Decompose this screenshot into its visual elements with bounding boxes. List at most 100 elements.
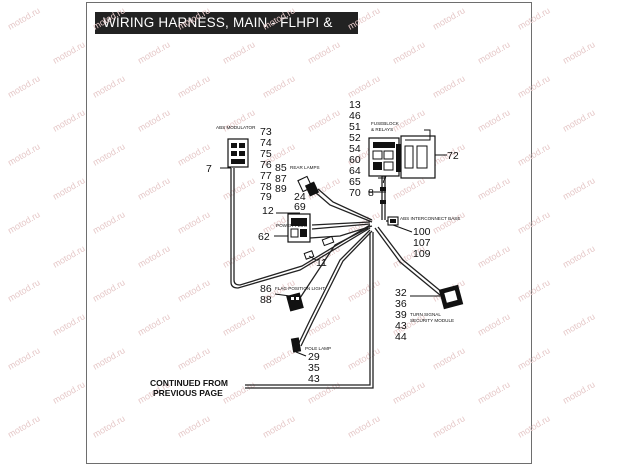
turn-callout: 39 bbox=[395, 309, 407, 321]
watermark-text: motod.ru bbox=[136, 311, 172, 337]
watermark-text: motod.ru bbox=[91, 5, 127, 31]
power-11-callout: 11 bbox=[316, 257, 327, 269]
abs-modulator-label: ABS MODULATOR bbox=[216, 125, 256, 130]
watermark-text: motod.ru bbox=[6, 345, 42, 371]
watermark-text: motod.ru bbox=[561, 39, 597, 65]
interconnect-callout: 100 bbox=[413, 226, 431, 238]
watermark-text: motod.ru bbox=[431, 73, 467, 99]
watermark-text: motod.ru bbox=[51, 311, 87, 337]
watermark-text: motod.ru bbox=[516, 73, 552, 99]
watermark-text: motod.ru bbox=[431, 413, 467, 439]
watermark-text: motod.ru bbox=[476, 311, 512, 337]
watermark-text: motod.ru bbox=[346, 277, 382, 303]
watermark-text: motod.ru bbox=[391, 175, 427, 201]
abs-modulator-connector bbox=[220, 138, 249, 169]
fuse-right-callout: 72 bbox=[447, 150, 459, 162]
fuse-callout: 54 bbox=[349, 143, 361, 155]
abs-interconnect-connector bbox=[387, 216, 413, 233]
watermark-text: motod.ru bbox=[476, 175, 512, 201]
rear-lamps-connector bbox=[297, 175, 320, 197]
watermark-text: motod.ru bbox=[476, 243, 512, 269]
fuseblock-label-1: FUSEBLOCK bbox=[371, 121, 400, 126]
fuse-callout: 51 bbox=[349, 121, 361, 133]
interconnect-callout: 109 bbox=[413, 248, 431, 260]
watermark-text: motod.ru bbox=[221, 243, 257, 269]
turn-callout: 36 bbox=[395, 298, 407, 310]
watermark-text: motod.ru bbox=[516, 141, 552, 167]
rear-callout: 87 bbox=[275, 173, 287, 185]
pole-callout: 29 bbox=[308, 351, 320, 363]
watermark-text: motod.ru bbox=[176, 413, 212, 439]
watermark-text: motod.ru bbox=[6, 209, 42, 235]
interconnect-callout: 107 bbox=[413, 237, 431, 249]
turn-signal-label-1: TURN SIGNAL bbox=[410, 312, 441, 317]
watermark-text: motod.ru bbox=[221, 175, 257, 201]
flag-callout: 86 bbox=[260, 283, 272, 295]
power-left-callout: 62 bbox=[258, 231, 270, 243]
power-plug-label: POWER PLUG bbox=[276, 223, 308, 228]
watermark-text: motod.ru bbox=[306, 107, 342, 133]
watermark-text: motod.ru bbox=[306, 39, 342, 65]
watermark-text: motod.ru bbox=[476, 107, 512, 133]
rear-lamps-label: REAR LAMPS bbox=[290, 165, 320, 170]
fuse-callout: 64 bbox=[349, 165, 361, 177]
watermark-text: motod.ru bbox=[261, 413, 297, 439]
watermark-text: motod.ru bbox=[561, 107, 597, 133]
watermark-text: motod.ru bbox=[176, 209, 212, 235]
flag-callout: 88 bbox=[260, 294, 272, 306]
watermark-text: motod.ru bbox=[91, 209, 127, 235]
watermark-text: motod.ru bbox=[6, 5, 42, 31]
rear-callout: 89 bbox=[275, 183, 287, 195]
watermark-text: motod.ru bbox=[136, 175, 172, 201]
watermark-text: motod.ru bbox=[261, 5, 297, 31]
watermark-text: motod.ru bbox=[516, 345, 552, 371]
abs-callout: 74 bbox=[260, 137, 272, 149]
watermark-text: motod.ru bbox=[561, 243, 597, 269]
watermark-text: motod.ru bbox=[136, 243, 172, 269]
abs-left-callout: 7 bbox=[206, 163, 212, 175]
abs-callout: 73 bbox=[260, 126, 272, 138]
power-plug-connector bbox=[274, 212, 335, 261]
diagram-title: WIRING HARNESS, MAIN - FLHPI & FLHPEI bbox=[95, 12, 358, 52]
fuse-callout: 13 bbox=[349, 99, 361, 111]
watermark-text: motod.ru bbox=[51, 379, 87, 405]
turn-callout: 32 bbox=[395, 287, 407, 299]
watermark-text: motod.ru bbox=[51, 175, 87, 201]
watermark-text: motod.ru bbox=[91, 277, 127, 303]
fuse-callout: 52 bbox=[349, 132, 361, 144]
watermark-text: motod.ru bbox=[136, 39, 172, 65]
turn-signal-label-2: SECURITY MODULE bbox=[410, 318, 454, 323]
rear-below-callout: 69 bbox=[294, 201, 306, 213]
fuse-callout: 65 bbox=[349, 176, 361, 188]
watermark-text: motod.ru bbox=[136, 107, 172, 133]
watermark-text: motod.ru bbox=[221, 311, 257, 337]
watermark-text: motod.ru bbox=[431, 345, 467, 371]
watermark-text: motod.ru bbox=[91, 141, 127, 167]
watermark-text: motod.ru bbox=[176, 5, 212, 31]
watermark-text: motod.ru bbox=[561, 379, 597, 405]
turn-callout: 44 bbox=[395, 331, 407, 343]
watermark-text: motod.ru bbox=[91, 73, 127, 99]
watermark-text: motod.ru bbox=[561, 311, 597, 337]
watermark-text: motod.ru bbox=[6, 413, 42, 439]
abs-callout: 76 bbox=[260, 159, 272, 171]
watermark-text: motod.ru bbox=[51, 243, 87, 269]
rear-callout: 85 bbox=[275, 162, 287, 174]
turn-signal-module bbox=[410, 284, 464, 310]
flag-light-label: FLAG POSITION LIGHT bbox=[275, 286, 325, 291]
watermark-text: motod.ru bbox=[516, 209, 552, 235]
watermark-text: motod.ru bbox=[91, 413, 127, 439]
watermark-text: motod.ru bbox=[91, 345, 127, 371]
watermark-text: motod.ru bbox=[346, 73, 382, 99]
watermark-text: motod.ru bbox=[516, 277, 552, 303]
watermark-text: motod.ru bbox=[516, 413, 552, 439]
watermark-text: motod.ru bbox=[6, 277, 42, 303]
watermark-text: motod.ru bbox=[261, 73, 297, 99]
watermark-text: motod.ru bbox=[391, 379, 427, 405]
fuse-callout: 70 bbox=[349, 187, 361, 199]
pole-callout: 43 bbox=[308, 373, 320, 385]
watermark-text: motod.ru bbox=[176, 345, 212, 371]
pole-lamp-connector bbox=[290, 337, 307, 357]
pole-callout: 35 bbox=[308, 362, 320, 374]
